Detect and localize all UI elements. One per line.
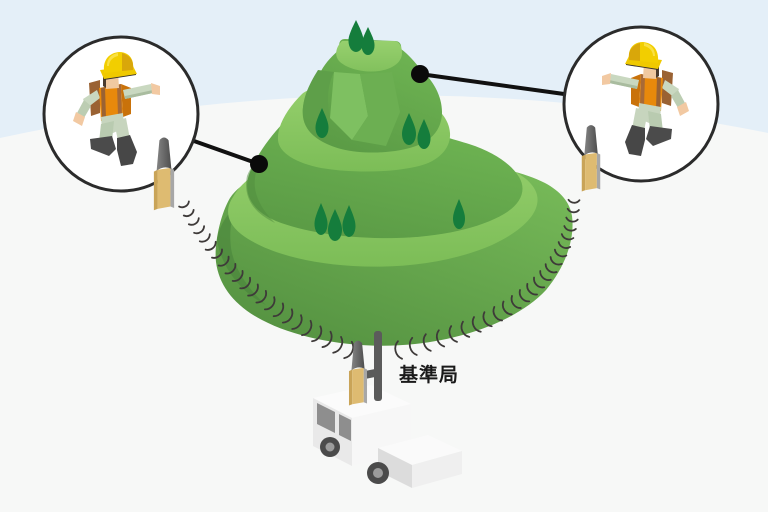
tree-icon	[328, 209, 342, 241]
mountain	[215, 20, 573, 346]
tree-icon	[348, 20, 364, 52]
tree-icon	[315, 108, 329, 138]
rod-antenna-icon	[374, 331, 382, 401]
van-wheel	[320, 437, 340, 457]
tree-icon	[361, 27, 375, 55]
radio-wave-arcs	[178, 198, 581, 360]
base-station-vehicle	[313, 331, 462, 488]
van-window	[339, 414, 351, 441]
base-station-label: 基準局	[399, 365, 460, 386]
van-window	[317, 403, 335, 433]
tree-icon	[453, 199, 465, 229]
right-connector-line	[418, 72, 566, 96]
tree-icon	[402, 113, 416, 145]
tree-icon	[314, 203, 328, 235]
tree-icon	[417, 119, 431, 149]
left-location-dot	[250, 155, 268, 173]
right-location-dot	[411, 65, 429, 83]
left-connector-line	[192, 139, 261, 166]
tree-icon	[342, 205, 356, 237]
van-wheel	[367, 462, 389, 484]
callout-connectors	[192, 72, 566, 166]
trees	[314, 20, 465, 241]
